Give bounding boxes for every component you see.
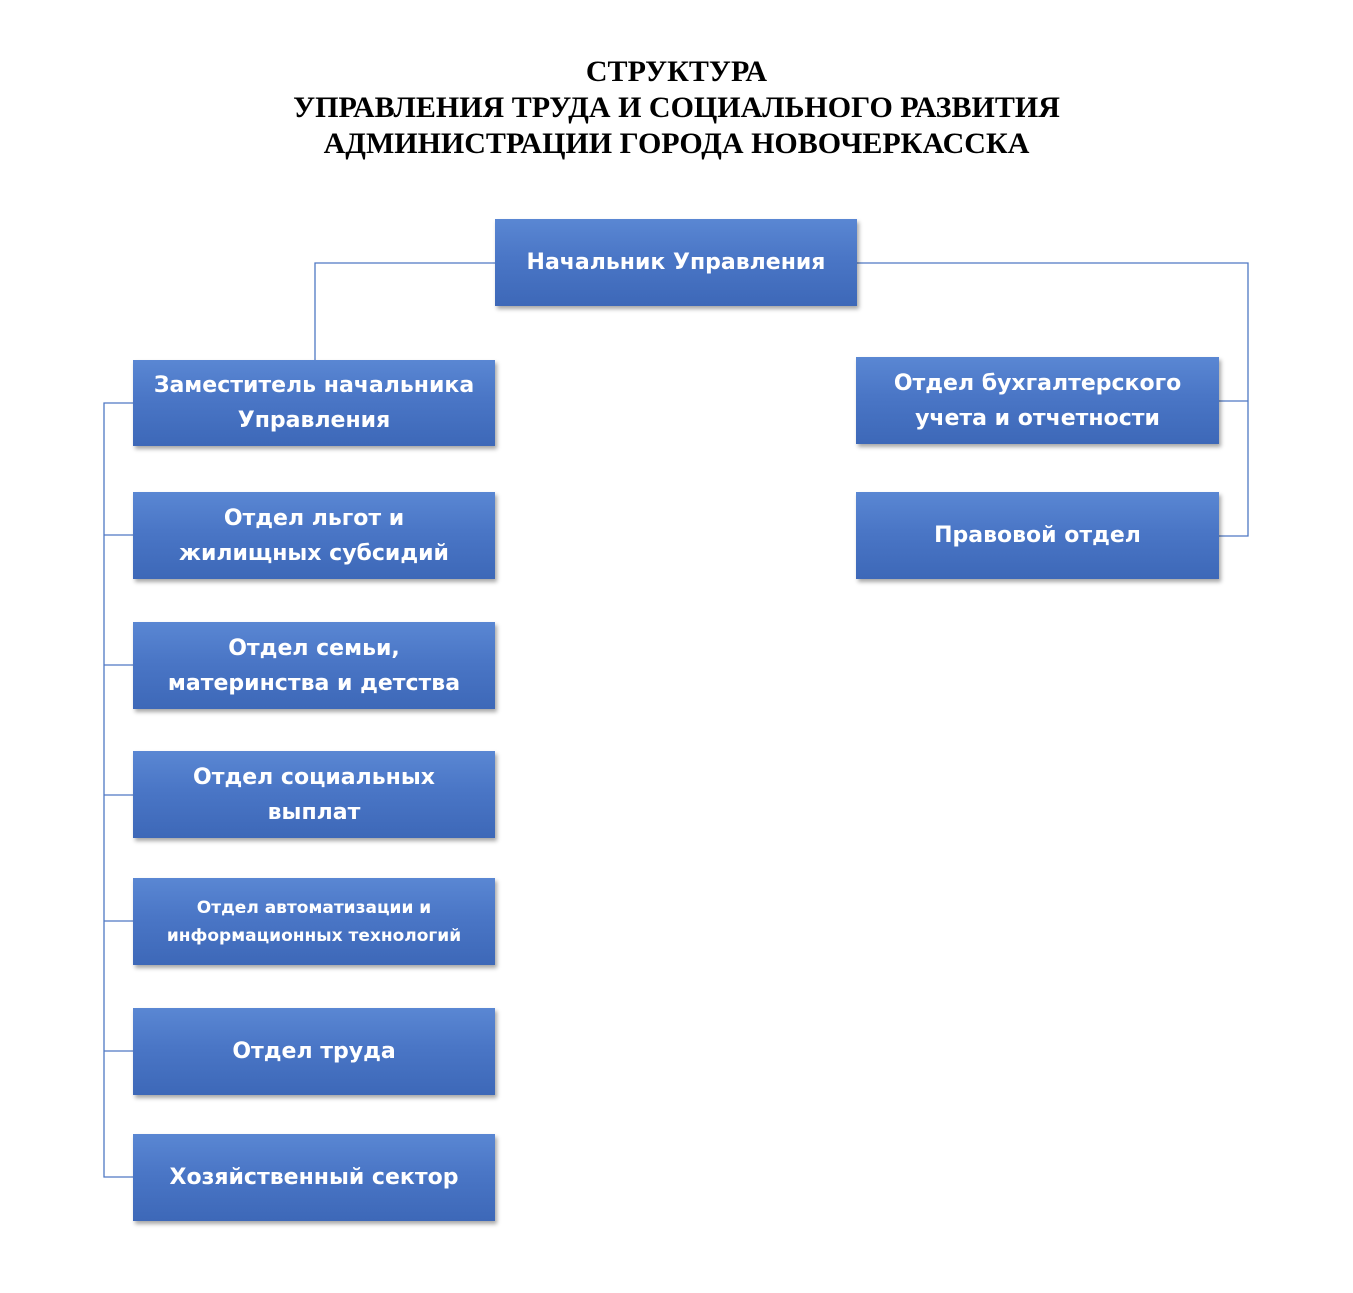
- dept-automation-box: Отдел автоматизации и информационных тех…: [133, 878, 495, 965]
- page-title: СТРУКТУРА УПРАВЛЕНИЯ ТРУДА И СОЦИАЛЬНОГО…: [0, 54, 1353, 162]
- dept-labor-label: Отдел труда: [232, 1039, 396, 1064]
- dept-accounting-line-2: учета и отчетности: [915, 405, 1160, 431]
- dept-household-label: Хозяйственный сектор: [169, 1165, 459, 1190]
- title-line-2: УПРАВЛЕНИЯ ТРУДА И СОЦИАЛЬНОГО РАЗВИТИЯ: [293, 91, 1060, 124]
- dept-automation-line-1: Отдел автоматизации и: [196, 897, 432, 918]
- dept-payments-line-1: Отдел социальных: [193, 764, 435, 790]
- connector-head-right: [857, 262, 1249, 537]
- deputy-box: Заместитель начальника Управления: [133, 360, 495, 446]
- dept-automation-line-2: информационных технологий: [166, 925, 462, 946]
- dept-legal-box: Правовой отдел: [856, 492, 1219, 579]
- dept-labor-box: Отдел труда: [133, 1008, 495, 1095]
- title-line-1: СТРУКТУРА: [585, 55, 768, 88]
- dept-benefits-box: Отдел льгот и жилищных субсидий: [133, 492, 495, 579]
- head-label: Начальник Управления: [526, 250, 826, 275]
- dept-payments-box: Отдел социальных выплат: [133, 751, 495, 838]
- dept-benefits-line-1: Отдел льгот и: [223, 505, 405, 531]
- connector-head-deputy: [314, 262, 495, 361]
- deputy-line-1: Заместитель начальника: [153, 373, 475, 398]
- dept-family-line-2: материнства и детства: [167, 670, 461, 696]
- dept-household-box: Хозяйственный сектор: [133, 1134, 495, 1221]
- dept-benefits-line-2: жилищных субсидий: [179, 540, 449, 566]
- dept-family-line-1: Отдел семьи,: [228, 635, 400, 661]
- deputy-line-2: Управления: [237, 408, 391, 433]
- dept-accounting-box: Отдел бухгалтерского учета и отчетности: [856, 357, 1219, 444]
- dept-accounting-line-1: Отдел бухгалтерского: [893, 370, 1182, 396]
- dept-family-box: Отдел семьи, материнства и детства: [133, 622, 495, 709]
- dept-legal-label: Правовой отдел: [934, 523, 1141, 548]
- title-line-3: АДМИНИСТРАЦИИ ГОРОДА НОВОЧЕРКАССКА: [323, 127, 1030, 160]
- dept-payments-line-2: выплат: [267, 799, 361, 825]
- head-box: Начальник Управления: [495, 219, 857, 306]
- connector-deputy-spine: [103, 402, 133, 1178]
